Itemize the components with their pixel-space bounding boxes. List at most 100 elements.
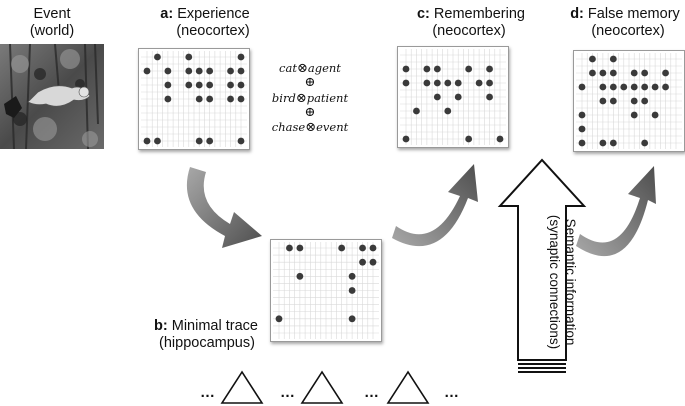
panel-c-subtitle: (neocortex)	[432, 23, 506, 39]
grid-dot	[662, 83, 669, 91]
grid-dot	[275, 315, 283, 323]
grid-dot	[651, 111, 659, 119]
ellipsis-2: …	[280, 384, 296, 401]
grid-dot	[296, 244, 304, 252]
panel-c-title: c: Remembering	[416, 6, 525, 22]
grid-minimal-trace	[270, 239, 382, 342]
grid-dot	[578, 111, 586, 119]
ellipsis-3: …	[364, 384, 380, 401]
ellipsis-4: …	[444, 384, 460, 401]
grid-dot	[143, 67, 151, 75]
grid-dot	[164, 95, 172, 103]
grid-dot	[195, 67, 203, 75]
grid-dot	[227, 67, 234, 75]
grid-remembering	[397, 46, 509, 148]
grid-dot	[402, 65, 410, 73]
grid-dot	[338, 244, 346, 252]
grid-dot	[348, 287, 356, 294]
event-title: Event	[33, 6, 71, 22]
panel-a-title: a: Experience	[160, 6, 250, 22]
grid-dot	[486, 93, 493, 101]
grid-dot	[444, 107, 452, 115]
grid-dot	[348, 315, 356, 323]
grid-dot	[609, 83, 617, 91]
panel-b-title: b: Minimal trace	[154, 318, 258, 334]
binding-line-3: chase⊗event	[271, 120, 349, 135]
grid-dot	[164, 81, 172, 89]
grid-dot	[465, 135, 473, 143]
panel-a-subtitle: (neocortex)	[176, 23, 250, 39]
grid-dot	[662, 69, 669, 77]
binding-line-1: cat⊗agent	[279, 61, 341, 76]
semantic-information-label: Semantic information (synaptic connectio…	[547, 214, 578, 350]
grid-dot	[486, 65, 493, 73]
grid-dot	[143, 137, 151, 145]
panel-b-subtitle: (hippocampus)	[159, 335, 255, 351]
grid-dot	[296, 272, 304, 280]
grid-dot	[286, 244, 293, 252]
grid-dot	[369, 244, 377, 252]
grid-dot	[206, 95, 214, 103]
grid-dot	[237, 81, 245, 89]
grid-dot	[348, 272, 356, 280]
event-photo	[0, 44, 104, 149]
grid-dot	[609, 55, 617, 63]
panel-d-subtitle: (neocortex)	[591, 23, 665, 39]
grid-dot	[185, 81, 193, 89]
grid-dot	[195, 81, 203, 89]
grid-experience-canvas	[141, 51, 247, 147]
grid-dot	[465, 65, 473, 73]
grid-dot	[433, 65, 441, 73]
grid-dot	[185, 67, 193, 75]
triangle-3	[386, 370, 430, 404]
grid-dot	[237, 67, 245, 75]
grid-dot	[589, 55, 596, 63]
grid-dot	[195, 95, 203, 103]
grid-false-memory	[573, 50, 685, 152]
triangle-2	[300, 370, 344, 404]
grid-dot	[206, 137, 214, 145]
grid-dot	[237, 137, 245, 145]
grid-dot	[475, 79, 483, 87]
grid-dot	[227, 81, 234, 89]
grid-dot	[369, 258, 377, 266]
grid-dot	[578, 125, 586, 133]
grid-dot	[423, 65, 431, 73]
grid-dot	[641, 97, 649, 105]
grid-dot	[599, 83, 607, 91]
grid-dot	[227, 95, 234, 103]
grid-dot	[630, 69, 638, 77]
event-subtitle: (world)	[29, 23, 75, 39]
grid-dot	[195, 137, 203, 145]
grid-dot	[454, 79, 462, 87]
grid-dot	[641, 83, 649, 91]
grid-remembering-canvas	[400, 49, 506, 145]
grid-dot	[609, 69, 617, 77]
curved-arrow-to-d	[576, 166, 656, 257]
binding-line-2: bird⊗patient	[271, 91, 349, 106]
binding-plus-2: ⊕	[304, 105, 316, 120]
grid-dot	[154, 137, 161, 145]
grid-dot	[578, 83, 586, 91]
grid-dot	[609, 139, 617, 147]
grid-dot	[486, 79, 493, 87]
grid-dot	[402, 79, 410, 87]
grid-dot	[620, 83, 628, 91]
grid-dot	[237, 53, 245, 61]
grid-dot	[651, 83, 659, 91]
binding-plus-1: ⊕	[304, 75, 316, 90]
grid-dot	[630, 97, 638, 105]
grid-dot	[454, 93, 462, 101]
grid-dot	[402, 135, 410, 143]
grid-dot	[641, 139, 649, 147]
grid-dot	[599, 139, 607, 147]
grid-dot	[641, 69, 649, 77]
grid-dot	[599, 97, 607, 105]
grid-experience	[138, 48, 250, 150]
grid-dot	[630, 111, 638, 119]
grid-dot	[433, 79, 441, 87]
grid-dot	[496, 135, 504, 143]
grid-dot	[609, 97, 617, 105]
grid-dot	[237, 95, 245, 103]
